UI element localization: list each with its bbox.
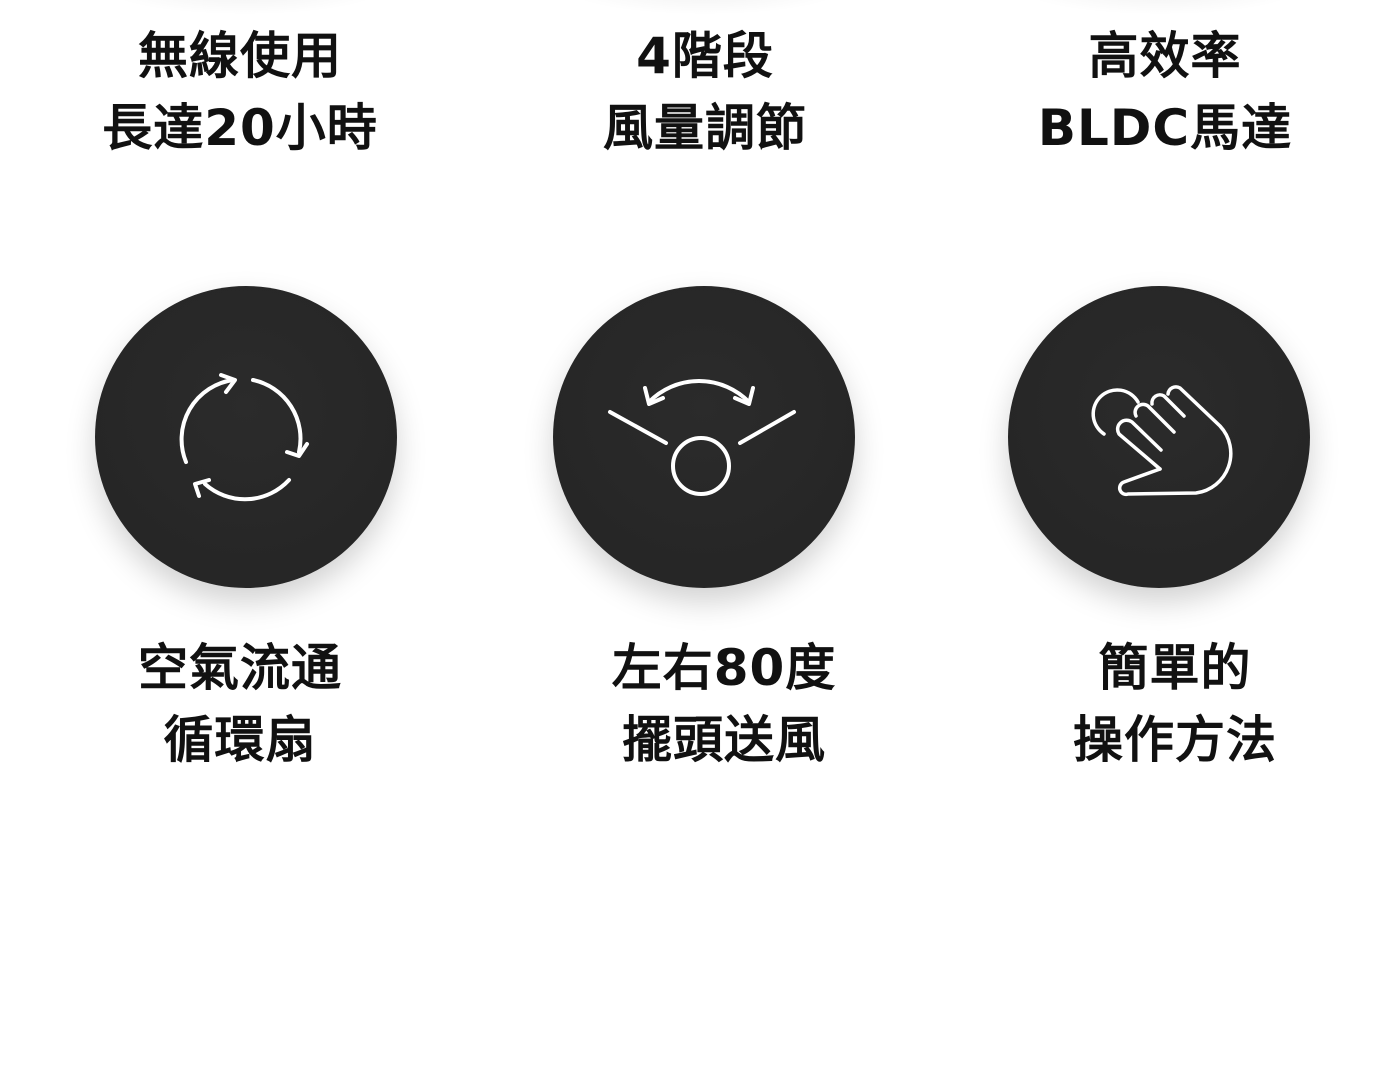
caption-line: 操作方法 [1073,711,1277,769]
feature-caption-operation: 簡單的 操作方法 [975,632,1375,776]
feature-caption-battery: 無線使用 長達20小時 [40,20,440,164]
caption-line: 風量調節 [603,99,807,157]
caption-line: 無線使用 [138,27,342,85]
feature-caption-oscillation: 左右80度 擺頭送風 [524,632,924,776]
touch-hand-icon [1091,385,1233,497]
feature-circle-touch [1008,286,1310,588]
caption-line: 空氣流通 [138,639,342,697]
feature-circle-circulation [95,286,397,588]
top-shadow [100,0,390,15]
caption-line: 4階段 [636,27,774,85]
oscillation-swing-icon [608,378,796,496]
feature-caption-circulation: 空氣流通 循環扇 [40,632,440,776]
caption-line: 簡單的 [1098,639,1252,697]
feature-caption-motor: 高效率 BLDC馬達 [965,20,1365,164]
caption-line: 長達20小時 [102,99,378,157]
caption-line: 擺頭送風 [622,711,826,769]
feature-caption-fan-speed: 4階段 風量調節 [505,20,905,164]
circulation-arrows-icon [179,373,309,502]
feature-circle-oscillation [553,286,855,588]
top-shadow [560,0,850,15]
caption-line: 左右80度 [611,639,837,697]
caption-line: 高效率 [1088,27,1242,85]
caption-line: 循環扇 [163,711,317,769]
caption-line: BLDC馬達 [1037,99,1293,157]
top-shadow [1015,0,1305,15]
